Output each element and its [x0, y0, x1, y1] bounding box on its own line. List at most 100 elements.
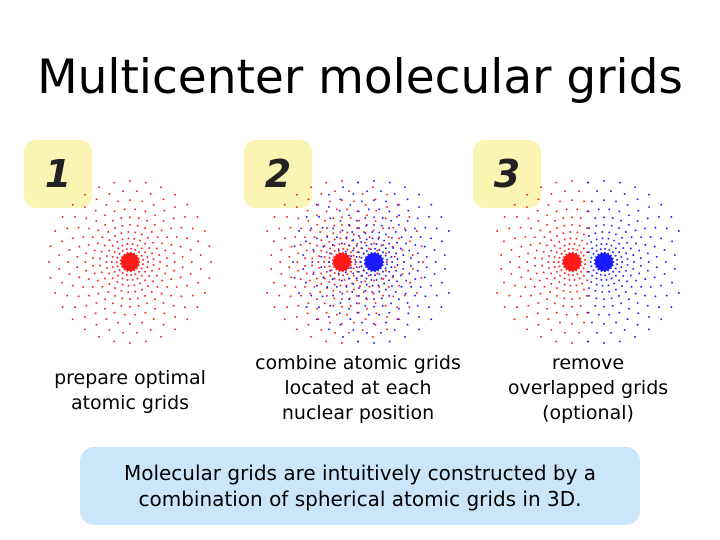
grid-point-red [376, 249, 379, 252]
grid-point-red [101, 236, 104, 239]
grid-point-red [121, 249, 124, 252]
grid-point-blue [351, 231, 354, 233]
grid-point-red [550, 192, 553, 195]
grid-point-blue [388, 242, 391, 245]
grid-point-red [386, 206, 389, 208]
grid-point-blue [378, 290, 381, 293]
grid-point-blue [352, 272, 355, 275]
grid-point-red [575, 284, 578, 287]
grid-point-blue [614, 254, 617, 257]
nucleus-red [333, 253, 351, 271]
grid-point-red [99, 257, 102, 260]
grid-point-red [296, 261, 299, 263]
grid-point-blue [326, 286, 329, 288]
grid-point-blue [348, 214, 350, 217]
grid-point-red [61, 216, 64, 218]
grid-point-red [374, 220, 377, 223]
grid-point-red [144, 227, 147, 230]
grid-point-red [368, 236, 371, 239]
grid-point-blue [628, 307, 630, 310]
grid-point-blue [355, 244, 358, 247]
grid-point-red [332, 304, 335, 307]
grid-point-blue [345, 285, 348, 288]
grid-point-red [146, 255, 149, 258]
grid-point-red [78, 245, 81, 248]
grid-point-blue [320, 266, 323, 269]
grid-point-red [191, 227, 194, 230]
grid-point-blue [622, 275, 625, 277]
grid-point-red [325, 270, 328, 273]
grid-point-blue [396, 258, 399, 260]
grid-point-red [384, 252, 387, 255]
summary-banner: Molecular grids are intuitively construc… [80, 447, 640, 525]
grid-point-red [372, 186, 374, 189]
grid-point-blue [380, 244, 383, 247]
grid-point-red [579, 304, 582, 307]
grid-point-blue [395, 269, 398, 272]
grid-point-red [403, 227, 406, 230]
grid-point-red [356, 294, 359, 297]
grid-point-blue [435, 227, 438, 230]
grid-point-red [374, 198, 377, 201]
grid-point-blue [414, 243, 417, 246]
grid-point-red [386, 193, 388, 196]
grid-point-blue [623, 329, 626, 332]
grid-point-blue [378, 273, 381, 276]
grid-point-red [565, 313, 568, 316]
grid-point-red [121, 238, 124, 241]
grid-point-blue [315, 203, 318, 206]
grid-point-blue [388, 227, 391, 230]
grid-point-blue [347, 277, 350, 280]
grid-point-blue [605, 278, 608, 281]
grid-point-red [131, 243, 134, 246]
grid-point-blue [400, 236, 403, 239]
grid-point-red [196, 216, 199, 218]
grid-point-red [356, 227, 359, 230]
grid-point-red [71, 318, 74, 321]
grid-point-blue [388, 210, 391, 213]
grid-point-red [392, 295, 395, 298]
grid-point-red [91, 285, 94, 288]
grid-point-red [540, 186, 542, 189]
grid-point-blue [677, 292, 680, 294]
grid-point-blue [626, 264, 629, 266]
grid-point-red [144, 181, 147, 184]
grid-point-red [120, 304, 123, 307]
grid-point-red [71, 284, 74, 287]
grid-point-blue [361, 321, 363, 324]
grid-point-red [328, 241, 331, 243]
grid-point-blue [382, 270, 384, 273]
grid-point-red [278, 294, 281, 297]
grid-point-blue [616, 258, 619, 261]
grid-point-red [325, 294, 328, 297]
grid-point-blue [350, 255, 352, 258]
grid-point-blue [590, 265, 593, 268]
grid-point-red [149, 329, 152, 332]
grid-point-blue [590, 241, 593, 243]
grid-point-red [111, 244, 114, 247]
grid-point-red [208, 276, 211, 279]
grid-point-red [555, 181, 558, 184]
grid-point-red [210, 261, 212, 263]
grid-point-red [105, 203, 108, 206]
grid-point-red [552, 261, 555, 263]
grid-point-red [555, 270, 558, 273]
grid-point-blue [321, 295, 324, 298]
grid-point-red [571, 305, 573, 308]
grid-point-red [581, 282, 584, 285]
grid-point-blue [371, 291, 374, 293]
grid-point-blue [399, 247, 402, 250]
grid-point-red [567, 273, 570, 276]
grid-point-red [319, 231, 322, 233]
grid-point-red [136, 190, 138, 193]
grid-point-blue [595, 277, 598, 280]
grid-point-red [300, 294, 303, 297]
grid-point-blue [637, 209, 640, 212]
grid-point-red [366, 214, 368, 217]
grid-point-blue [355, 266, 358, 269]
grid-point-red [364, 280, 366, 283]
grid-point-blue [370, 243, 373, 246]
grid-point-red [88, 294, 91, 297]
grid-point-blue [615, 321, 617, 324]
